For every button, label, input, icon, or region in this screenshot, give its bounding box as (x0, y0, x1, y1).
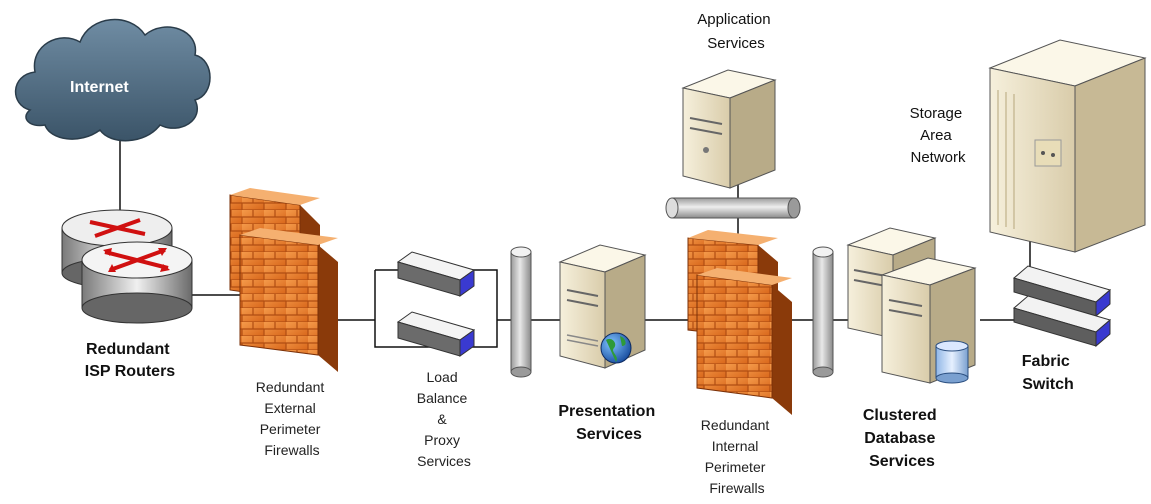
fabric-switch-bottom (1012, 295, 1112, 348)
storage-array-icon (988, 39, 1147, 253)
database-label: Clustered Database Services (863, 407, 941, 470)
presentation-server (558, 244, 647, 369)
switch-icon (1012, 265, 1112, 348)
application-label: Application Services (697, 11, 775, 52)
firewall-icon (229, 188, 338, 372)
presentation-label: Presentation Services (558, 403, 659, 443)
external-firewalls-label: Redundant External Perimeter Firewalls (256, 379, 328, 458)
firewall-external-front (239, 228, 338, 372)
database-icon (935, 340, 969, 384)
load-balancer-bottom (396, 311, 476, 357)
server-icon (681, 69, 777, 189)
load-balancer-top (396, 251, 476, 297)
storage-label: Storage Area Network (910, 105, 967, 166)
internal-firewalls-label: Redundant Internal Perimeter Firewalls (701, 417, 773, 496)
firewall-internal-front (696, 268, 792, 415)
router-front (81, 241, 193, 324)
firewall-icon (687, 230, 792, 415)
network-bus-icon (510, 246, 532, 378)
application-server (681, 69, 777, 189)
network-bus-icon (665, 197, 801, 219)
load-balancer-icon (396, 251, 476, 357)
router-icon (61, 209, 193, 324)
internet-cloud: Internet (14, 19, 211, 142)
cloud-icon (14, 19, 211, 142)
isp-routers-label: Redundant ISP Routers (85, 341, 176, 380)
internet-label: Internet (70, 79, 129, 96)
fabric-switch-label: Fabric Switch (1022, 353, 1074, 393)
load-balance-label: Load Balance & Proxy Services (417, 369, 471, 469)
globe-icon (600, 332, 632, 364)
database-servers (846, 227, 977, 384)
network-bus-icon (812, 246, 834, 378)
